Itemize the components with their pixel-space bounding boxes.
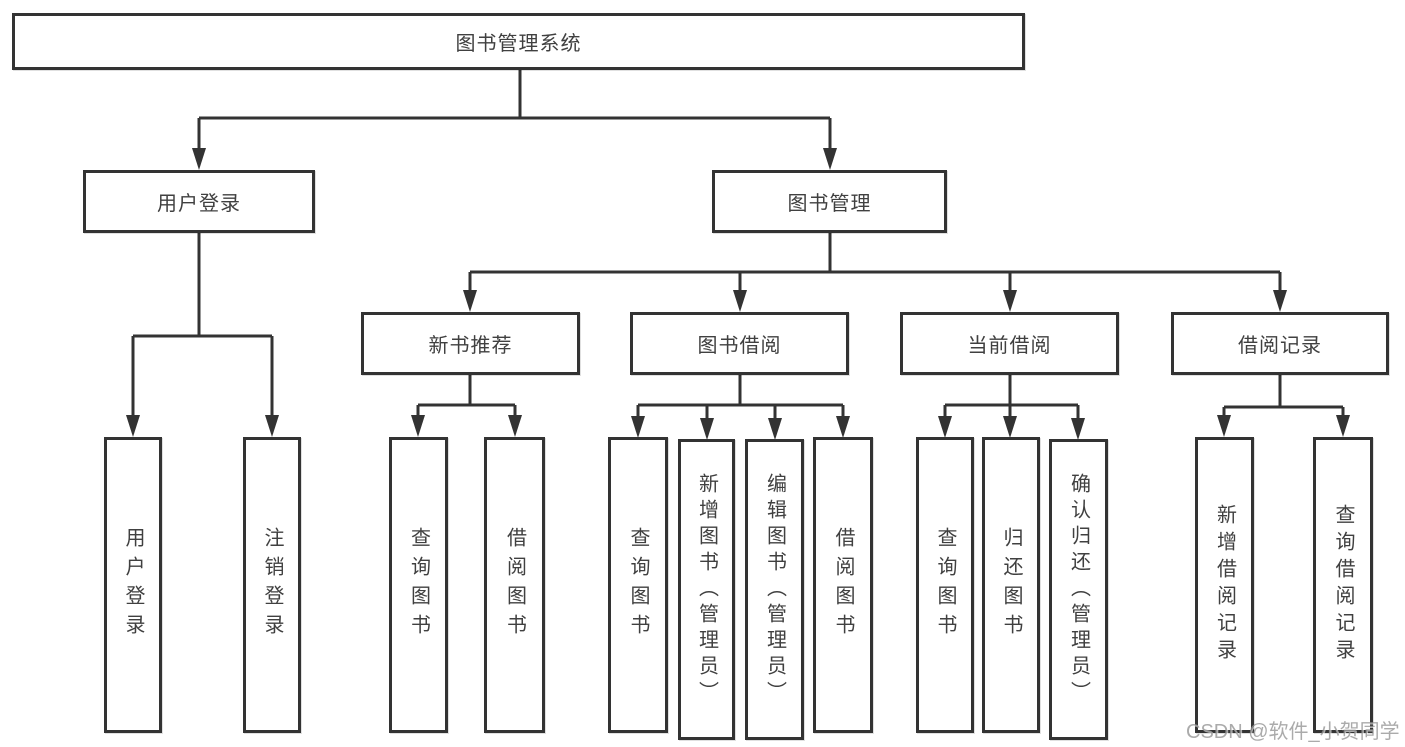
node-new-book-recommend-label: 新书推荐 <box>428 335 513 357</box>
leaf-add-book-admin: 新增图书（管理员） <box>678 439 735 740</box>
node-current-borrow: 当前借阅 <box>900 312 1119 375</box>
leaf-return-book: 归还图书 <box>982 437 1040 733</box>
node-new-book-recommend: 新书推荐 <box>361 312 580 375</box>
leaf-query-borrow-record-label: 查询借阅记录 <box>1332 504 1354 666</box>
leaf-return-book-label: 归还图书 <box>1000 527 1022 643</box>
leaf-user-login: 用户登录 <box>104 437 162 733</box>
leaf-query-books-3-label: 查询图书 <box>934 527 956 643</box>
leaf-add-borrow-record-label: 新增借阅记录 <box>1213 504 1236 666</box>
node-borrow-records: 借阅记录 <box>1171 312 1389 375</box>
leaf-query-borrow-record: 查询借阅记录 <box>1313 437 1373 733</box>
leaf-edit-book-admin: 编辑图书（管理员） <box>745 439 804 740</box>
csdn-watermark: CSDN @软件_小贺同学 <box>1186 721 1400 743</box>
leaf-query-books-3: 查询图书 <box>916 437 974 733</box>
leaf-query-books-2: 查询图书 <box>608 437 668 733</box>
node-root-library-system: 图书管理系统 <box>12 13 1025 70</box>
node-borrow-records-label: 借阅记录 <box>1238 335 1322 357</box>
node-book-borrow: 图书借阅 <box>630 312 849 375</box>
node-book-borrow-label: 图书借阅 <box>697 335 782 357</box>
leaf-query-books-1-label: 查询图书 <box>407 527 430 643</box>
leaf-add-book-admin-label: 新增图书（管理员） <box>695 472 718 707</box>
leaf-user-login-label: 用户登录 <box>122 527 144 643</box>
leaf-add-borrow-record: 新增借阅记录 <box>1195 437 1254 733</box>
leaf-borrow-books-2: 借阅图书 <box>813 437 873 733</box>
node-current-borrow-label: 当前借阅 <box>967 335 1052 357</box>
node-user-login: 用户登录 <box>83 170 315 233</box>
leaf-edit-book-admin-label: 编辑图书（管理员） <box>763 472 786 707</box>
node-book-management: 图书管理 <box>712 170 947 233</box>
node-book-management-label: 图书管理 <box>787 193 872 215</box>
leaf-query-books-1: 查询图书 <box>389 437 448 733</box>
node-user-login-label: 用户登录 <box>157 193 241 215</box>
leaf-confirm-return-admin: 确认归还（管理员） <box>1049 439 1108 740</box>
node-root-label: 图书管理系统 <box>455 33 582 55</box>
arrowheads <box>126 148 1350 440</box>
leaf-confirm-return-admin-label: 确认归还（管理员） <box>1067 472 1090 707</box>
leaf-logout-label: 注销登录 <box>261 527 283 643</box>
leaf-query-books-2-label: 查询图书 <box>627 527 649 643</box>
leaf-logout: 注销登录 <box>243 437 301 733</box>
leaf-borrow-books-1-label: 借阅图书 <box>503 527 526 643</box>
leaf-borrow-books-1: 借阅图书 <box>484 437 545 733</box>
leaf-borrow-books-2-label: 借阅图书 <box>832 527 854 643</box>
